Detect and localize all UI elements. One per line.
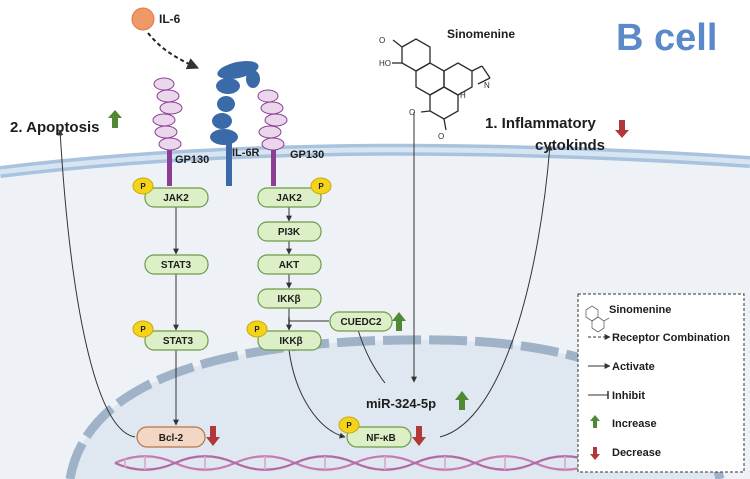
legend-sinomenine: Sinomenine [609, 304, 671, 316]
drug-label: Sinomenine [447, 27, 515, 41]
svg-text:H: H [460, 91, 466, 100]
svg-text:N: N [484, 81, 490, 90]
nucleus [70, 339, 720, 479]
phospho-nfkb: P [338, 416, 360, 434]
phospho-jak2-left: P [132, 177, 154, 195]
svg-text:IKKβ: IKKβ [279, 336, 302, 347]
svg-text:STAT3: STAT3 [161, 260, 192, 271]
legend-decrease: Decrease [612, 447, 661, 459]
legend-receptor: Receptor Combination [612, 332, 730, 344]
connectors [57, 112, 553, 439]
svg-text:Bcl-2: Bcl-2 [159, 433, 184, 444]
svg-text:P: P [346, 421, 352, 430]
legend-decrease-icon [590, 447, 600, 460]
legend: Sinomenine Receptor Combination Activate… [577, 293, 745, 473]
svg-text:NF-κB: NF-κB [366, 433, 395, 444]
il6r-label: IL-6R [232, 147, 260, 159]
mirna-increase-arrow [455, 391, 469, 410]
node-ikkb-phospho: IKKβ [257, 330, 322, 351]
svg-text:P: P [254, 325, 260, 334]
svg-text:PI3K: PI3K [278, 227, 301, 238]
gp130-right-label: GP130 [290, 149, 324, 161]
legend-inhibit: Inhibit [612, 390, 645, 402]
node-ikkb: IKKβ [257, 288, 322, 309]
cuedc2-increase-arrow [392, 312, 406, 331]
bcl2-decrease-arrow [206, 426, 220, 446]
phospho-ikkb: P [246, 320, 268, 338]
node-nfkb: NF-κB [346, 426, 412, 448]
il6-binding-arrow [147, 32, 200, 70]
node-stat3: STAT3 [144, 254, 209, 275]
node-jak2-right: JAK2 [257, 187, 322, 208]
cell-title: B cell [616, 17, 717, 59]
il6-label: IL-6 [159, 12, 181, 26]
svg-text:O: O [409, 108, 415, 117]
svg-text:AKT: AKT [279, 260, 300, 271]
gp130-left-label: GP130 [175, 154, 209, 166]
node-bcl2: Bcl-2 [136, 426, 206, 448]
apoptosis-increase-arrow [108, 110, 122, 128]
phospho-stat3: P [132, 320, 154, 338]
svg-text:HO: HO [379, 59, 391, 68]
node-jak2-left: JAK2 [144, 187, 209, 208]
nfkb-decrease-arrow [412, 426, 426, 446]
svg-text:O: O [379, 36, 385, 45]
svg-text:STAT3: STAT3 [163, 336, 194, 347]
legend-sinomenine-icon [585, 305, 610, 333]
svg-text:O: O [438, 132, 444, 141]
node-stat3-phospho: STAT3 [144, 330, 209, 351]
sinomenine-structure [392, 38, 491, 131]
svg-text:JAK2: JAK2 [163, 193, 189, 204]
svg-text:CUEDC2: CUEDC2 [340, 317, 382, 328]
node-akt: AKT [257, 254, 322, 275]
mirna-label: miR-324-5p [366, 396, 436, 411]
phospho-jak2-right: P [310, 177, 332, 195]
inflammatory-label-line1: 1. Inflammatory [485, 115, 597, 132]
il6r-receptor [210, 61, 260, 186]
svg-text:P: P [140, 182, 146, 191]
svg-text:P: P [140, 325, 146, 334]
svg-text:IKKβ: IKKβ [277, 294, 300, 305]
apoptosis-label: 2. Apoptosis [10, 119, 99, 136]
legend-activate: Activate [612, 361, 655, 373]
legend-increase-icon [590, 415, 600, 428]
inflammatory-label-line2: cytokinds [535, 137, 605, 154]
svg-text:JAK2: JAK2 [276, 193, 302, 204]
node-pi3k: PI3K [257, 221, 322, 242]
il6-ball [131, 7, 155, 31]
sinomenine-atom-labels: O HO O O N H [379, 36, 490, 141]
inflammatory-decrease-arrow [615, 120, 629, 138]
gp130-receptor-left [152, 77, 183, 186]
legend-increase: Increase [612, 418, 657, 430]
node-cuedc2: CUEDC2 [329, 311, 393, 332]
gp130-receptor-right [257, 89, 288, 186]
dna-helix [114, 455, 596, 471]
svg-text:P: P [318, 182, 324, 191]
